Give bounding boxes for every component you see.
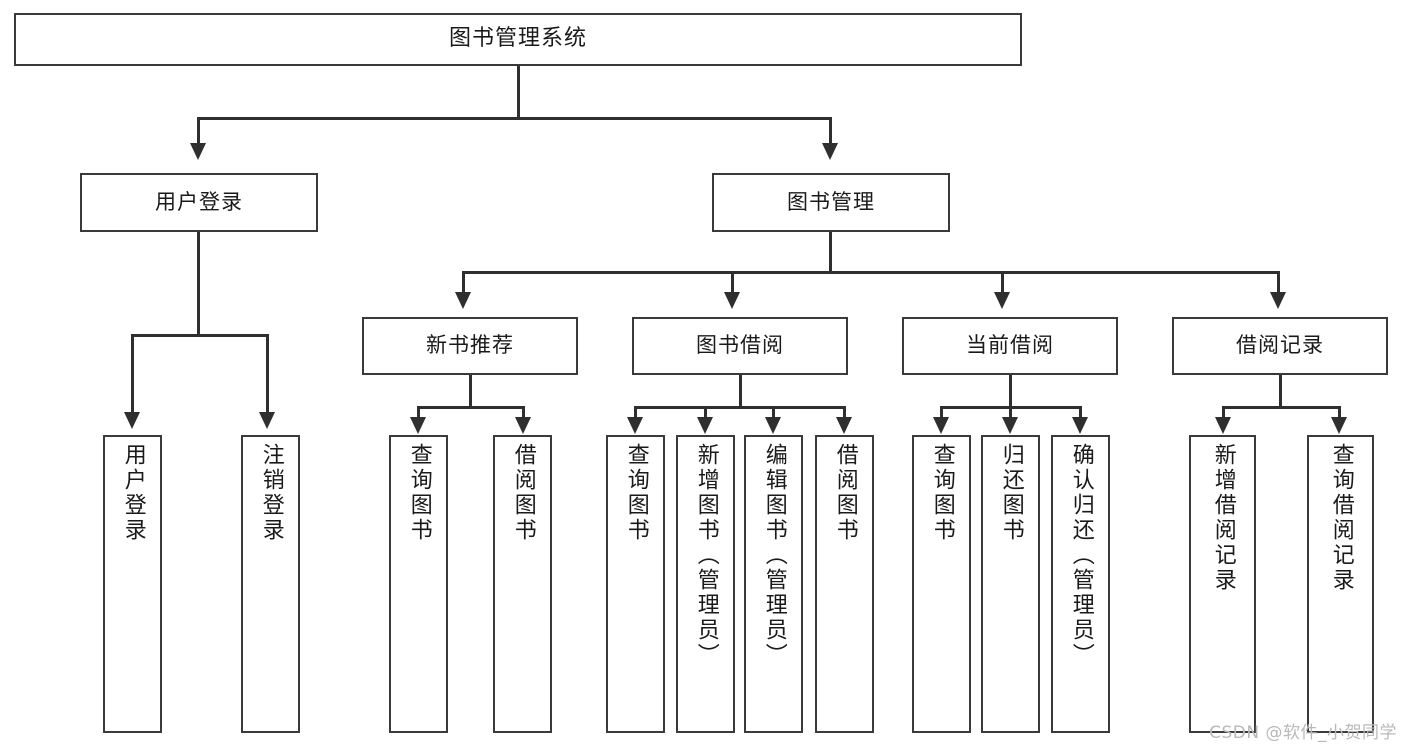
leaf-user-login[interactable]: 用户登录 [103, 435, 162, 733]
connector-user-login-drop-2 [266, 334, 269, 414]
connector-root-bus [197, 117, 832, 120]
connector-book-manage-bus [462, 271, 1280, 274]
leaf-logout[interactable]: 注销登录 [241, 435, 300, 733]
arrow-to-leaf-user-login [124, 412, 140, 429]
node-new-book-recommend[interactable]: 新书推荐 [362, 317, 578, 375]
leaf-nb-borrow-book[interactable]: 借阅图书 [493, 435, 552, 733]
leaf-cb-return-book[interactable]: 归还图书 [981, 435, 1040, 733]
arrow-to-leaf-bb-borrow-book [836, 417, 852, 434]
leaf-label: 新增借阅记录 [1210, 443, 1236, 593]
connector-current-borrow-stem [1009, 375, 1012, 408]
leaf-label: 借阅图书 [510, 443, 536, 543]
arrow-to-leaf-br-add-record [1215, 417, 1231, 434]
connector-book-borrow-drop-3 [772, 406, 775, 419]
leaf-label: 借阅图书 [832, 443, 858, 543]
connector-book-borrow-bus [634, 406, 846, 409]
connector-user-login-stem [197, 232, 200, 334]
connector-book-borrow-drop-2 [704, 406, 707, 419]
node-label: 当前借阅 [966, 333, 1054, 358]
arrow-to-leaf-cb-return-book [1002, 417, 1018, 434]
leaf-label: 新增图书（管理员） [693, 443, 719, 668]
connector-book-manage-drop-4 [1277, 271, 1280, 294]
arrow-to-leaf-bb-query-book [627, 417, 643, 434]
leaf-cb-query-book[interactable]: 查询图书 [912, 435, 971, 733]
leaf-label: 注销登录 [258, 443, 284, 543]
connector-root-to-book-manage [829, 117, 832, 145]
leaf-bb-query-book[interactable]: 查询图书 [606, 435, 665, 733]
node-label: 图书借阅 [696, 333, 784, 358]
leaf-label: 归还图书 [998, 443, 1024, 543]
arrow-to-book-borrow [724, 292, 740, 309]
connector-borrow-record-drop-1 [1222, 406, 1225, 419]
leaf-label: 用户登录 [120, 443, 146, 543]
arrow-to-user-login [190, 143, 206, 160]
connector-current-borrow-drop-2 [1009, 406, 1012, 419]
arrow-to-current-borrow [994, 292, 1010, 309]
connector-book-borrow-stem [739, 375, 742, 408]
connector-borrow-record-bus [1222, 406, 1341, 409]
leaf-label: 确认归还（管理员） [1068, 443, 1094, 668]
leaf-label: 编辑图书（管理员） [761, 443, 787, 668]
connector-borrow-record-drop-2 [1338, 406, 1341, 419]
arrow-to-leaf-cb-confirm-return [1072, 417, 1088, 434]
csdn-watermark: CSDN @软件_小贺同学 [1209, 723, 1397, 743]
connector-current-borrow-drop-1 [940, 406, 943, 419]
connector-book-manage-drop-2 [731, 271, 734, 294]
leaf-br-query-record[interactable]: 查询借阅记录 [1307, 435, 1374, 733]
connector-borrow-record-stem [1279, 375, 1282, 408]
node-book-management[interactable]: 图书管理 [712, 173, 950, 232]
connector-new-book-bus [417, 406, 525, 409]
arrow-to-leaf-br-query-record [1331, 417, 1347, 434]
connector-new-book-drop-1 [417, 406, 420, 419]
arrow-to-leaf-nb-query-book [410, 417, 426, 434]
node-borrow-record[interactable]: 借阅记录 [1172, 317, 1388, 375]
leaf-label: 查询借阅记录 [1328, 443, 1354, 593]
connector-book-manage-drop-1 [462, 271, 465, 294]
leaf-label: 查询图书 [929, 443, 955, 543]
arrow-to-new-book-recommend [455, 292, 471, 309]
connector-new-book-drop-2 [522, 406, 525, 419]
arrow-to-leaf-cb-query-book [933, 417, 949, 434]
connector-book-manage-drop-3 [1001, 271, 1004, 294]
arrow-to-leaf-bb-add-book [697, 417, 713, 434]
leaf-label: 查询图书 [406, 443, 432, 543]
leaf-label: 查询图书 [623, 443, 649, 543]
node-label: 借阅记录 [1236, 333, 1324, 358]
connector-root-stem [517, 66, 520, 117]
leaf-br-add-record[interactable]: 新增借阅记录 [1189, 435, 1256, 733]
connector-book-borrow-drop-4 [843, 406, 846, 419]
node-label: 图书管理系统 [448, 26, 587, 52]
node-book-borrow[interactable]: 图书借阅 [632, 317, 848, 375]
leaf-bb-borrow-book[interactable]: 借阅图书 [815, 435, 874, 733]
node-current-borrow[interactable]: 当前借阅 [902, 317, 1118, 375]
leaf-nb-query-book[interactable]: 查询图书 [389, 435, 448, 733]
leaf-cb-confirm-return[interactable]: 确认归还（管理员） [1051, 435, 1110, 733]
leaf-bb-edit-book[interactable]: 编辑图书（管理员） [744, 435, 803, 733]
node-user-login[interactable]: 用户登录 [80, 173, 318, 232]
connector-root-to-user-login [197, 117, 200, 145]
connector-new-book-stem [469, 375, 472, 408]
node-label: 用户登录 [155, 189, 243, 214]
connector-current-borrow-drop-3 [1079, 406, 1082, 419]
node-root-system[interactable]: 图书管理系统 [14, 13, 1022, 66]
connector-user-login-bus [131, 334, 269, 337]
connector-book-manage-stem [829, 232, 832, 273]
leaf-bb-add-book[interactable]: 新增图书（管理员） [676, 435, 735, 733]
arrow-to-book-manage [822, 143, 838, 160]
node-label: 图书管理 [787, 189, 875, 214]
connector-book-borrow-drop-1 [634, 406, 637, 419]
arrow-to-borrow-record [1270, 292, 1286, 309]
connector-user-login-drop-1 [131, 334, 134, 414]
arrow-to-leaf-bb-edit-book [765, 417, 781, 434]
node-label: 新书推荐 [426, 333, 514, 358]
arrow-to-leaf-nb-borrow-book [515, 417, 531, 434]
arrow-to-leaf-logout [259, 412, 275, 429]
